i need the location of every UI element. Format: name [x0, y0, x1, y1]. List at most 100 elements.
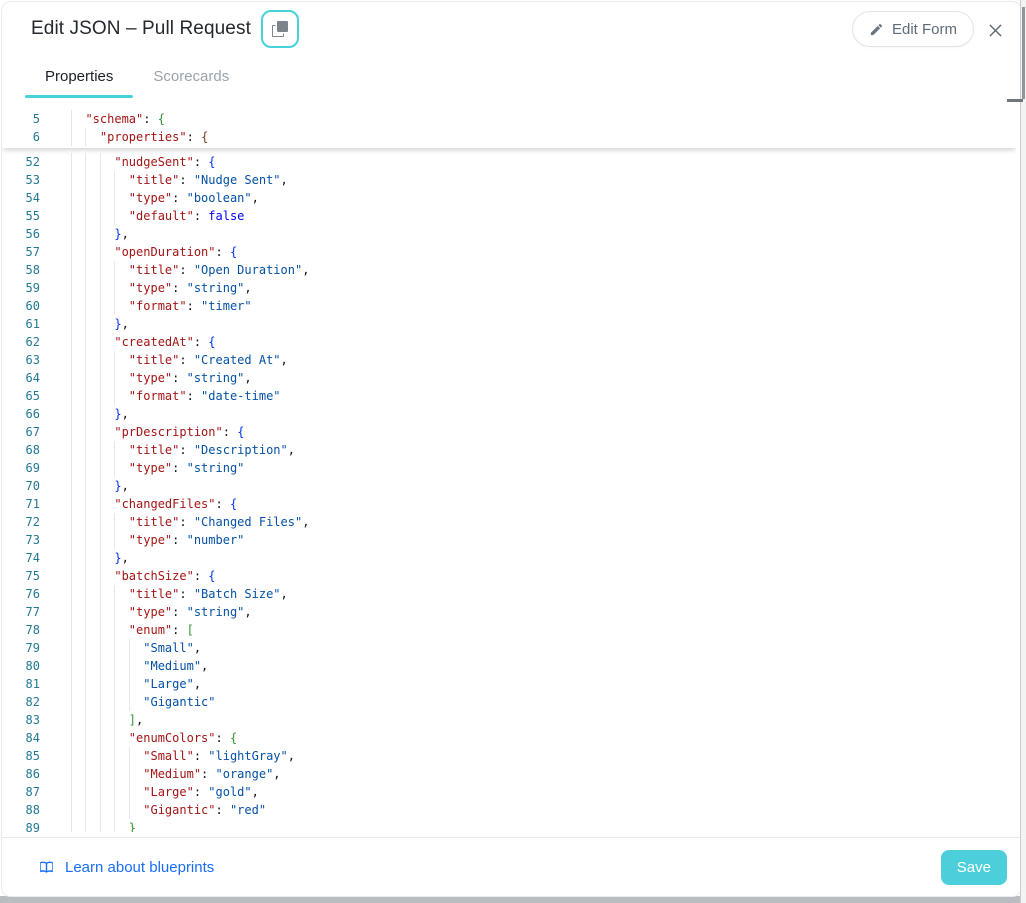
save-button[interactable]: Save: [940, 849, 1007, 885]
code-line[interactable]: 84 "enumColors": {: [2, 729, 1016, 747]
line-number: 73: [25, 533, 40, 547]
token: "type": [128, 605, 173, 619]
token: "lightGray": [208, 749, 288, 763]
code-line[interactable]: 83 ],: [2, 711, 1016, 729]
code-line[interactable]: 57 "openDuration": {: [2, 243, 1016, 261]
code-line[interactable]: 52 "nudgeSent": {: [2, 153, 1016, 171]
code-line[interactable]: 54 "type": "boolean",: [2, 189, 1016, 207]
close-button[interactable]: [984, 19, 1006, 41]
code-text: },: [71, 405, 129, 423]
token: }: [114, 227, 122, 241]
code-line[interactable]: 69 "type": "string": [2, 459, 1016, 477]
code-line[interactable]: 61 },: [2, 315, 1016, 333]
code-line[interactable]: 5 "schema": {: [2, 110, 1016, 128]
json-code-editor[interactable]: 5 "schema": {6 "properties": { 52 "nudge…: [2, 106, 1016, 832]
code-line[interactable]: 56 },: [2, 225, 1016, 243]
window-scrollbar-thumb[interactable]: [1022, 7, 1025, 99]
code-line[interactable]: 89 }: [2, 819, 1016, 832]
code-text: "type": "number": [71, 531, 244, 549]
code-text: },: [71, 549, 129, 567]
code-line[interactable]: 72 "title": "Changed Files",: [2, 513, 1016, 531]
code-line[interactable]: 55 "default": false: [2, 207, 1016, 225]
token: :: [172, 371, 187, 385]
indent-guide: [71, 729, 72, 747]
indent-guide: [85, 128, 87, 146]
code-line[interactable]: 63 "title": "Created At",: [2, 351, 1016, 369]
copy-button[interactable]: [260, 10, 299, 48]
token: }: [128, 821, 137, 832]
indent-guide: [99, 531, 101, 549]
code-line[interactable]: 74 },: [2, 549, 1016, 567]
indent-guide: [114, 711, 116, 729]
token: ]: [128, 713, 137, 727]
code-line[interactable]: 64 "type": "string",: [2, 369, 1016, 387]
code-line[interactable]: 65 "format": "date-time": [2, 387, 1016, 405]
indent-guide: [114, 639, 116, 657]
code-line[interactable]: 88 "Gigantic": "red": [2, 801, 1016, 819]
indent-guide: [99, 477, 101, 495]
indent-guide: [85, 153, 87, 171]
indent-guide: [71, 261, 72, 279]
token: "Changed Files": [193, 515, 303, 529]
indent-guide: [99, 333, 101, 351]
code-line[interactable]: 82 "Gigantic": [2, 693, 1016, 711]
code-line[interactable]: 58 "title": "Open Duration",: [2, 261, 1016, 279]
token: ,: [273, 767, 281, 781]
window-scrollbar-track[interactable]: [1020, 0, 1026, 903]
code-line[interactable]: 60 "format": "timer": [2, 297, 1016, 315]
indent-guide: [99, 585, 101, 603]
code-line[interactable]: 70 },: [2, 477, 1016, 495]
line-number: 52: [25, 155, 40, 169]
line-number: 84: [25, 731, 40, 745]
indent-guide: [85, 513, 87, 531]
code-line[interactable]: 80 "Medium",: [2, 657, 1016, 675]
token: ,: [251, 191, 259, 205]
indent-guide: [71, 783, 72, 801]
line-number: 82: [25, 695, 40, 709]
code-line[interactable]: 86 "Medium": "orange",: [2, 765, 1016, 783]
indent-guide: [114, 387, 116, 405]
token: ,: [251, 785, 259, 799]
token: false: [208, 209, 245, 223]
code-line[interactable]: 87 "Large": "gold",: [2, 783, 1016, 801]
code-line[interactable]: 73 "type": "number": [2, 531, 1016, 549]
token: :: [193, 749, 209, 763]
code-line[interactable]: 78 "enum": [: [2, 621, 1016, 639]
token: "Large": [143, 785, 194, 799]
token: :: [193, 155, 209, 169]
line-number: 54: [25, 191, 40, 205]
code-text: "default": false: [71, 207, 244, 225]
code-line[interactable]: 68 "title": "Description",: [2, 441, 1016, 459]
tab-scorecards[interactable]: Scorecards: [133, 58, 249, 98]
code-line[interactable]: 67 "prDescription": {: [2, 423, 1016, 441]
code-line[interactable]: 75 "batchSize": {: [2, 567, 1016, 585]
indent-guide: [114, 585, 116, 603]
learn-link-label: Learn about blueprints: [65, 858, 215, 876]
code-line[interactable]: 62 "createdAt": {: [2, 333, 1016, 351]
code-line[interactable]: 53 "title": "Nudge Sent",: [2, 171, 1016, 189]
line-number: 87: [25, 785, 40, 799]
code-line[interactable]: 79 "Small",: [2, 639, 1016, 657]
token: {: [208, 155, 216, 169]
token: :: [215, 731, 230, 745]
code-line[interactable]: 6 "properties": {: [2, 128, 1016, 146]
tab-properties[interactable]: Properties: [25, 58, 134, 98]
line-number: 80: [25, 659, 40, 673]
code-line[interactable]: 71 "changedFiles": {: [2, 495, 1016, 513]
code-line[interactable]: 76 "title": "Batch Size",: [2, 585, 1016, 603]
line-number: 83: [25, 713, 40, 727]
code-line[interactable]: 66 },: [2, 405, 1016, 423]
edit-form-button[interactable]: Edit Form: [851, 11, 974, 47]
learn-about-blueprints-link[interactable]: Learn about blueprints: [31, 858, 220, 877]
token: "timer": [201, 299, 252, 313]
indent-guide: [85, 351, 87, 369]
token: :: [179, 515, 194, 529]
code-line[interactable]: 81 "Large",: [2, 675, 1016, 693]
code-text: "prDescription": {: [71, 423, 244, 441]
indent-guide: [85, 747, 87, 765]
token: ,: [280, 587, 288, 601]
code-line[interactable]: 59 "type": "string",: [2, 279, 1016, 297]
indent-guide: [99, 765, 101, 783]
code-line[interactable]: 77 "type": "string",: [2, 603, 1016, 621]
code-line[interactable]: 85 "Small": "lightGray",: [2, 747, 1016, 765]
